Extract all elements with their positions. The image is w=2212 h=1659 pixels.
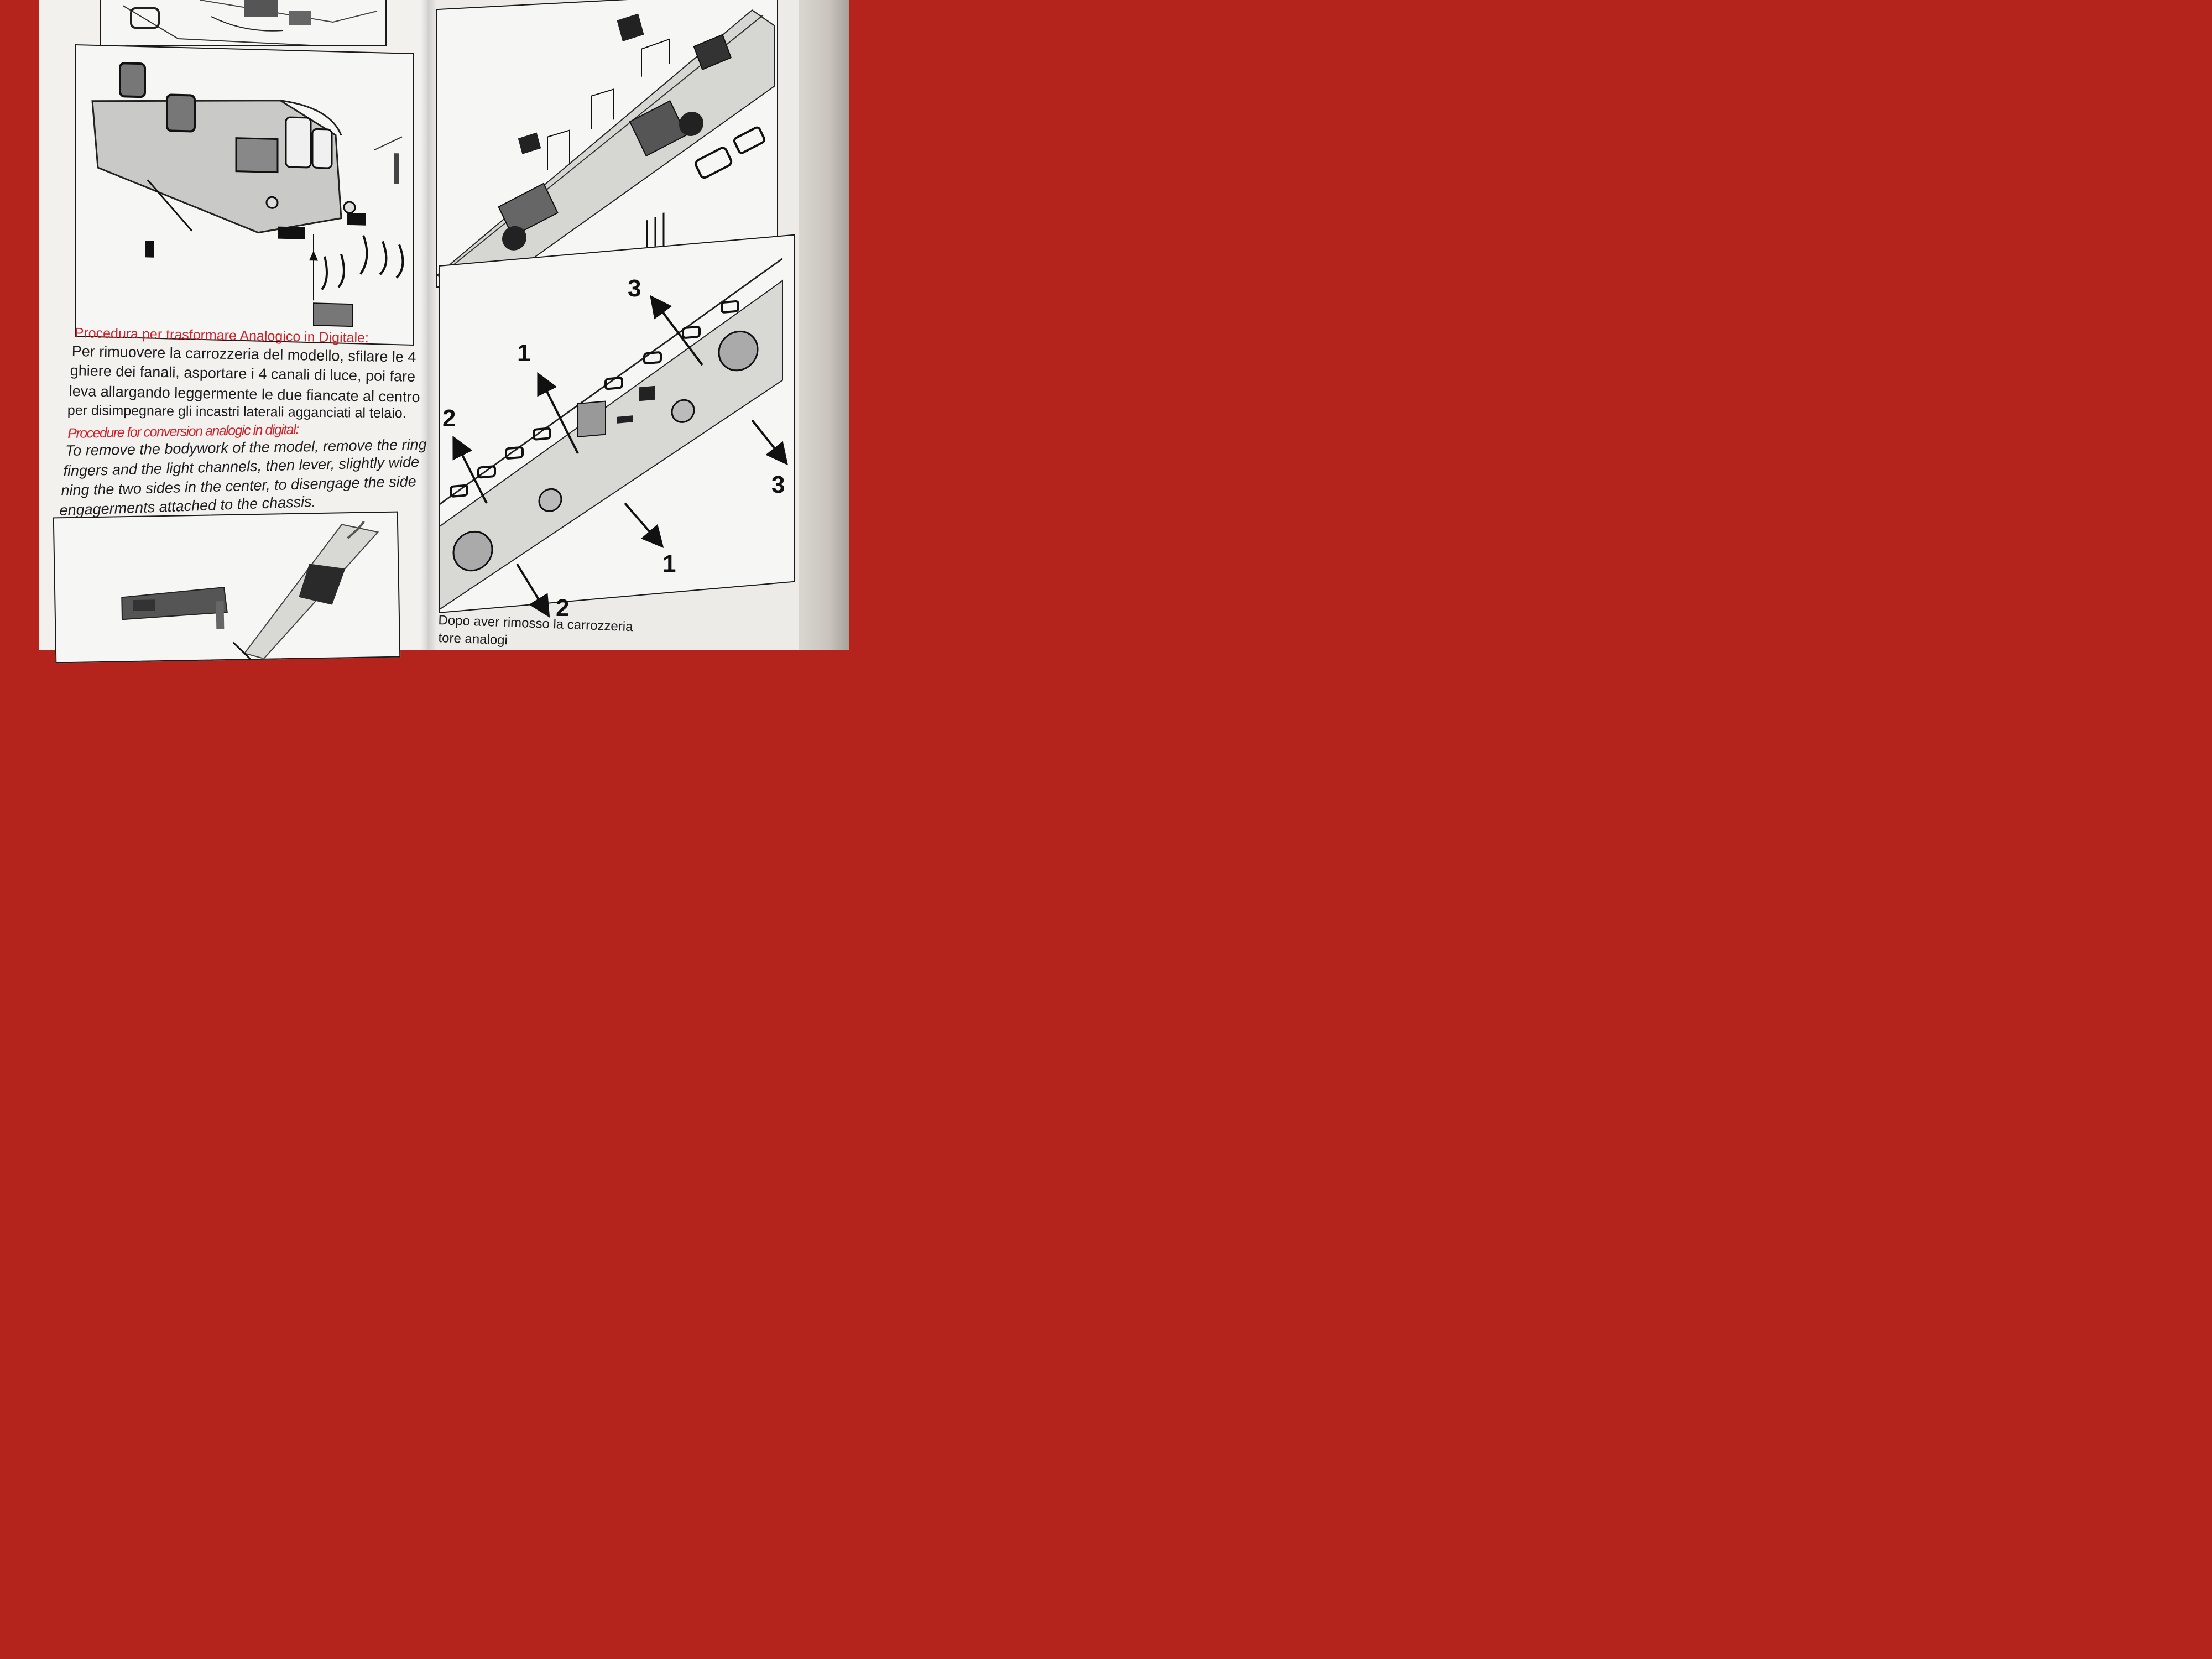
callout-1-bottom: 1 [662, 550, 676, 577]
illustration-locomotive-body [75, 44, 414, 346]
page-edge [799, 0, 849, 650]
illustration-chassis-top [436, 0, 778, 288]
locomotive-exploded-drawing [91, 62, 404, 327]
arrow-down-icon [751, 419, 788, 466]
arrow-down-icon [516, 563, 550, 618]
chassis-exploded-drawing [437, 9, 775, 287]
callout-2-bottom: 2 [556, 594, 570, 622]
right-bottom-line-2: tore analogi [438, 630, 508, 648]
locomotive-roof-drawing [122, 0, 378, 45]
callout-3-right: 3 [771, 471, 785, 498]
arrow-up-icon [537, 372, 579, 454]
decoder-board-drawing [121, 520, 379, 660]
illustration-decoder-board [53, 511, 401, 664]
callout-arrows [452, 295, 788, 618]
arrow-up-icon [452, 435, 488, 504]
illustration-body-removal [439, 234, 795, 613]
callout-1-top: 1 [517, 340, 531, 367]
body-removal-drawing [440, 258, 783, 611]
arrow-up-icon [650, 295, 703, 366]
callout-3-top: 3 [628, 275, 641, 302]
callout-2-left: 2 [442, 405, 456, 432]
illustration-top [100, 0, 387, 46]
arrow-down-icon [624, 502, 664, 549]
book-gutter [420, 0, 437, 650]
